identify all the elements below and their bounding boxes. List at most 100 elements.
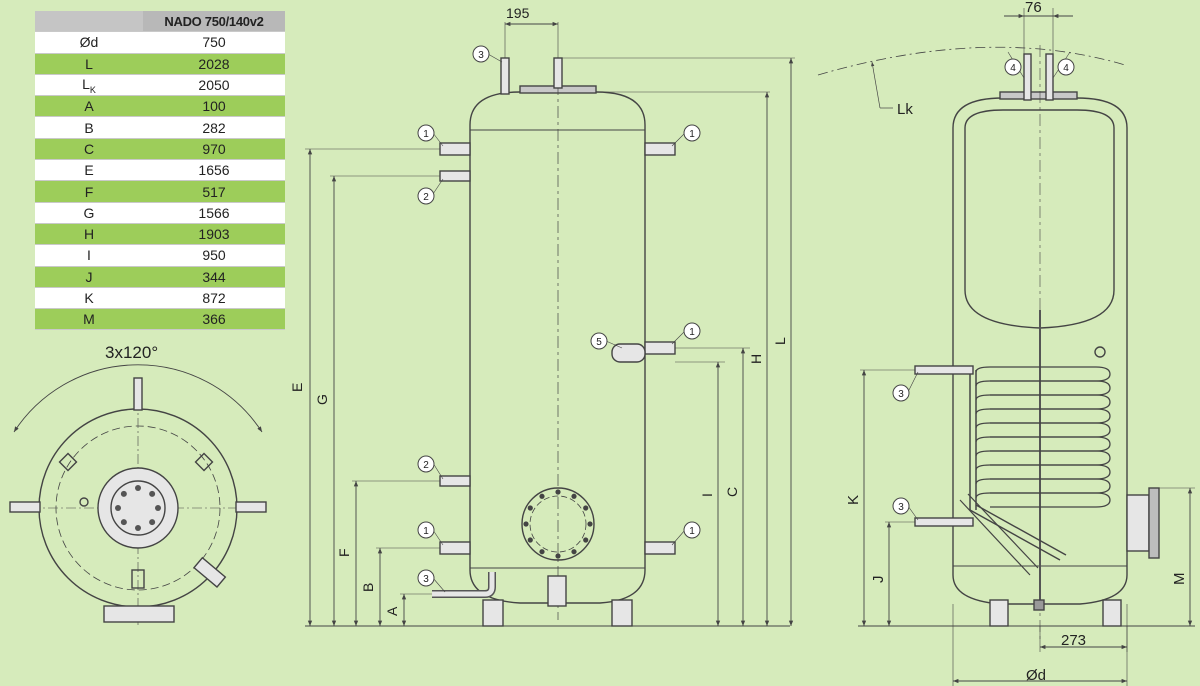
- inspection-flange: [521, 487, 595, 561]
- param-label: F: [35, 180, 143, 203]
- callout-coil-lower: 3: [892, 497, 910, 515]
- dim-A: A: [384, 606, 400, 616]
- front-dim-labels: 195 E G F B A I C H L: [289, 5, 788, 616]
- flange-bolt: [571, 493, 577, 499]
- callout-mid-pipe: 5: [590, 332, 608, 350]
- param-label: G: [35, 202, 143, 224]
- top-pipe-3: [500, 57, 510, 95]
- front-view: [305, 21, 795, 627]
- param-value: 970: [143, 138, 285, 161]
- param-value: 282: [143, 116, 285, 139]
- dim-B: B: [360, 583, 376, 592]
- flange-bolt: [115, 505, 121, 511]
- callout-upper-left: 1: [417, 124, 435, 142]
- coil-inlet-3: [914, 365, 974, 375]
- dim-I: I: [699, 493, 715, 497]
- flange-bolt: [571, 549, 577, 555]
- thermometer-port: [1094, 346, 1106, 358]
- svg-text:3: 3: [423, 574, 429, 585]
- callout-coil-upper: 3: [892, 384, 910, 402]
- flange-bolt: [120, 490, 127, 497]
- tank-body-front: [469, 91, 646, 604]
- callout-second-left: 2: [417, 187, 435, 205]
- side-dim-labels: 76 Lk 273 Ød K J M: [845, 0, 1188, 684]
- svg-text:2: 2: [423, 460, 429, 471]
- coil-winding: [975, 436, 1111, 452]
- flange-bolt: [149, 490, 156, 497]
- svg-text:3: 3: [898, 502, 904, 513]
- callout-side-top-left: 4: [1004, 58, 1022, 76]
- param-label: E: [35, 159, 143, 182]
- sensor-port: [79, 497, 89, 507]
- flange-bolt: [555, 553, 561, 559]
- svg-text:2: 2: [423, 192, 429, 203]
- callout-side-top-right: 4: [1057, 58, 1075, 76]
- callout-bottom-right: 1: [683, 521, 701, 539]
- flange-bolt: [135, 485, 141, 491]
- flange-bolt: [523, 521, 529, 527]
- side-flange: [1126, 494, 1150, 552]
- flange-outer: [97, 467, 179, 549]
- param-label: K: [35, 287, 143, 310]
- callout-bottom-outlet: 3: [417, 569, 435, 587]
- param-value: 100: [143, 95, 285, 118]
- flange-bolt: [527, 537, 533, 543]
- param-value: 1656: [143, 159, 285, 182]
- dim-J: J: [870, 576, 887, 584]
- dim-H: H: [748, 354, 764, 364]
- callout-top-left-pipe: 3: [472, 45, 490, 63]
- bottom-flange-top: [103, 605, 175, 623]
- coil-winding: [975, 492, 1111, 508]
- svg-text:5: 5: [596, 337, 602, 348]
- offset-dim-273: 273: [1061, 632, 1086, 649]
- flange-bolt: [149, 519, 156, 526]
- width-dim-195: 195: [506, 5, 530, 21]
- param-label: H: [35, 223, 143, 246]
- lk-label: Lk: [897, 101, 913, 118]
- coil-winding: [975, 408, 1111, 424]
- leg-left: [482, 599, 504, 627]
- param-value: 1903: [143, 223, 285, 246]
- callout-lower-left: 2: [417, 455, 435, 473]
- angle-label: 3x120°: [105, 343, 158, 362]
- top-pipe: [133, 377, 143, 411]
- side-view: [817, 8, 1195, 686]
- diagonal-pipe: [193, 556, 227, 588]
- leg-marker-right: [194, 452, 214, 472]
- param-value: 1566: [143, 202, 285, 224]
- svg-text:1: 1: [689, 129, 695, 140]
- coil-winding: [975, 366, 1111, 382]
- right-pipe: [235, 501, 267, 513]
- param-value: 344: [143, 266, 285, 288]
- param-value: 517: [143, 180, 285, 203]
- param-label: B: [35, 116, 143, 139]
- diameter-dim: Ød: [1026, 667, 1046, 684]
- flange-bolt: [539, 493, 545, 499]
- top-pipe-4b: [1045, 53, 1054, 101]
- dim-E: E: [289, 383, 305, 392]
- flange-bolt: [155, 505, 161, 511]
- callout-mid-right: 1: [683, 322, 701, 340]
- heat-exchanger-coil: [975, 366, 1111, 508]
- param-label: J: [35, 266, 143, 288]
- flange-inner: [110, 480, 166, 536]
- flange-bolt: [135, 525, 141, 531]
- top-view: [9, 364, 267, 625]
- svg-text:4: 4: [1063, 63, 1069, 74]
- bottom-outlet: [547, 575, 567, 607]
- param-label: Ød: [35, 31, 143, 54]
